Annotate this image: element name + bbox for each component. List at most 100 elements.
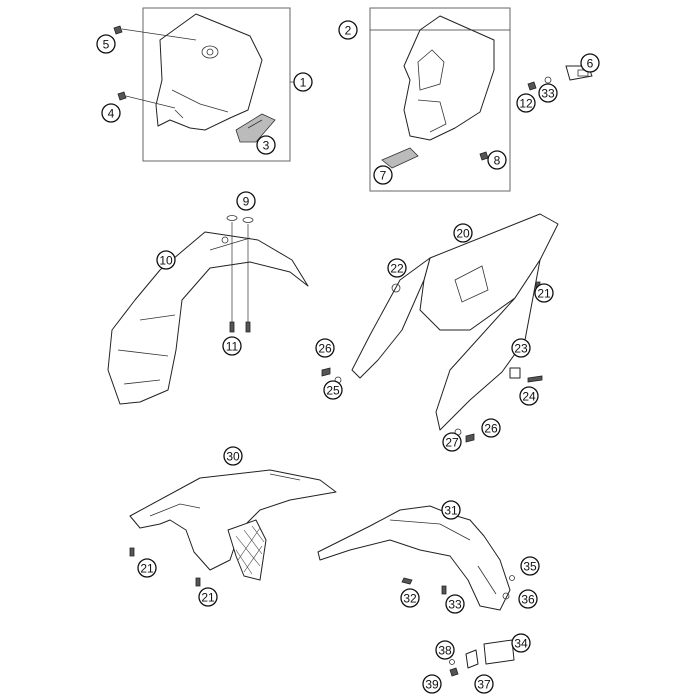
callout-number: 5	[103, 38, 110, 52]
callout-33: 33	[538, 83, 558, 103]
callout-7: 7	[373, 165, 393, 185]
callout-circle	[474, 674, 494, 694]
callout-circle	[96, 34, 116, 54]
callout-circle	[156, 250, 176, 270]
callout-circle	[534, 283, 554, 303]
group-box-headlight-mask	[369, 7, 511, 192]
callout-number: 22	[390, 262, 404, 276]
callout-number: 23	[514, 342, 528, 356]
callout-32: 32	[400, 588, 420, 608]
callout-circle	[222, 336, 242, 356]
callout-21: 21	[534, 283, 554, 303]
callout-circle	[223, 446, 243, 466]
callout-number: 21	[140, 562, 154, 576]
callout-circle	[256, 135, 276, 155]
callout-number: 12	[519, 97, 533, 111]
callout-circle	[101, 103, 121, 123]
group-box-windscreen	[142, 7, 291, 162]
callout-20: 20	[453, 223, 473, 243]
license-plate-bracket	[449, 639, 515, 677]
callout-10: 10	[156, 250, 176, 270]
callout-21: 21	[137, 558, 157, 578]
callout-circle	[387, 258, 407, 278]
callout-circle	[511, 338, 531, 358]
callout-number: 25	[326, 384, 340, 398]
callout-circle	[511, 633, 531, 653]
callout-circle	[519, 386, 539, 406]
callout-circle	[580, 53, 600, 73]
callout-number: 2	[345, 24, 352, 38]
callout-37: 37	[474, 674, 494, 694]
screw-5	[113, 25, 123, 35]
callout-circle	[481, 418, 501, 438]
callout-30: 30	[223, 446, 243, 466]
callout-circle	[198, 587, 218, 607]
callout-circle	[435, 640, 455, 660]
callout-number: 35	[523, 560, 537, 574]
callouts: 1234567891011123320212223242526262730212…	[96, 20, 600, 694]
windscreen-part	[155, 13, 263, 131]
callout-circle	[520, 556, 540, 576]
callout-circle	[323, 380, 343, 400]
callout-26: 26	[481, 418, 501, 438]
number-plate-decal	[381, 147, 419, 169]
callout-circle	[516, 93, 536, 113]
front-fender-part	[107, 231, 309, 405]
callout-circle	[453, 223, 473, 243]
callout-circle	[315, 338, 335, 358]
callout-3: 3	[256, 135, 276, 155]
headlight-bulb-assembly	[527, 65, 593, 91]
callout-5: 5	[96, 34, 116, 54]
callout-9: 9	[236, 191, 256, 211]
callout-number: 21	[537, 287, 551, 301]
callout-number: 26	[484, 422, 498, 436]
callout-12: 12	[516, 93, 536, 113]
side-panel-part	[351, 213, 559, 431]
callout-31: 31	[441, 500, 461, 520]
callout-number: 27	[445, 436, 459, 450]
callout-circle	[137, 558, 157, 578]
fasteners-21-lower	[129, 547, 201, 587]
callout-number: 11	[226, 340, 239, 354]
callout-number: 21	[201, 591, 215, 605]
callout-number: 9	[243, 195, 250, 209]
callout-circle	[236, 191, 256, 211]
fasteners-25-26-27	[321, 367, 475, 443]
callout-circle	[441, 500, 461, 520]
screw-4	[117, 91, 127, 101]
callout-circle	[445, 594, 465, 614]
callout-number: 36	[521, 593, 535, 607]
fender-screws-11	[229, 321, 251, 333]
callout-number: 3	[263, 139, 270, 153]
callout-27: 27	[442, 432, 462, 452]
callout-circle	[442, 432, 462, 452]
callout-22: 22	[387, 258, 407, 278]
callout-number: 26	[318, 342, 332, 356]
callout-circle	[518, 589, 538, 609]
callout-34: 34	[511, 633, 531, 653]
callout-number: 33	[448, 598, 462, 612]
fender-washers-9	[226, 215, 254, 223]
callout-26: 26	[315, 338, 335, 358]
callout-21: 21	[198, 587, 218, 607]
callout-number: 20	[456, 227, 470, 241]
decal-kit-rear	[317, 505, 511, 611]
callout-1: 1	[293, 72, 313, 92]
callout-number: 39	[425, 678, 439, 692]
callout-11: 11	[222, 336, 242, 356]
callout-38: 38	[435, 640, 455, 660]
callout-number: 4	[108, 107, 115, 121]
callout-number: 33	[541, 87, 555, 101]
callout-circle	[422, 674, 442, 694]
fasteners-23-24	[509, 367, 543, 383]
callout-35: 35	[520, 556, 540, 576]
callout-number: 30	[226, 450, 240, 464]
callout-number: 10	[159, 254, 173, 268]
headlight-mask-part	[403, 15, 495, 141]
callout-2: 2	[338, 20, 358, 40]
callout-number: 34	[514, 637, 528, 651]
callout-circle	[400, 588, 420, 608]
decal-kit-front	[129, 469, 337, 581]
callout-number: 31	[444, 504, 458, 518]
callout-39: 39	[422, 674, 442, 694]
